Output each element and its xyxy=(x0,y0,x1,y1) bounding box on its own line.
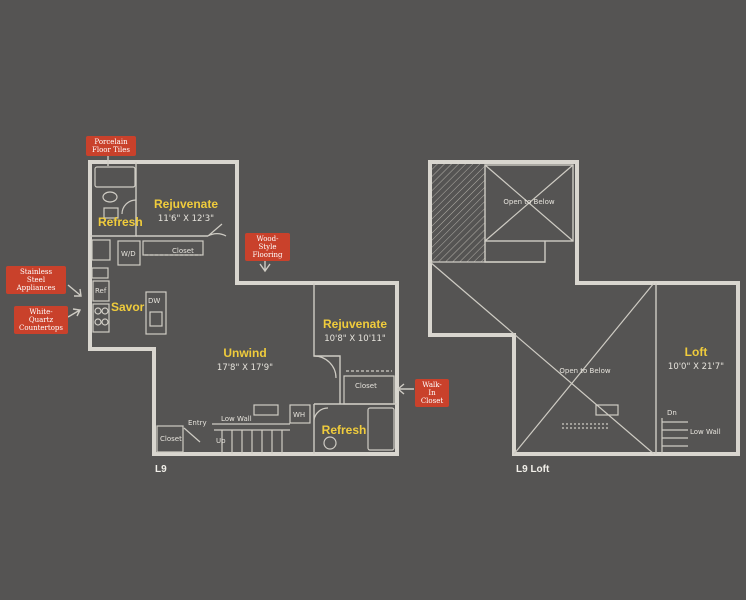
plan-label-main: L9 xyxy=(155,464,167,475)
loft-plan-outer-wall xyxy=(428,160,740,456)
label-dn: Dn xyxy=(667,409,677,417)
callout-quartz: White-Quartz Countertops xyxy=(14,306,68,334)
washer-dryer-icon xyxy=(117,240,141,266)
small-appliance-icon xyxy=(91,267,109,279)
room-name-loft: Loft xyxy=(685,345,708,359)
callout-walkin: Walk-In Closet xyxy=(415,379,449,407)
arrow-quartz-icon xyxy=(67,308,82,318)
room-name-bedroom-upper: Rejuvenate xyxy=(154,197,218,211)
entry xyxy=(156,404,290,454)
room-name-bath-upper: Refresh xyxy=(98,215,143,229)
main-plan-outer-wall xyxy=(88,160,399,456)
loft-hatched-area xyxy=(430,162,485,262)
bathtub-icon xyxy=(94,166,136,188)
stairs-icon xyxy=(214,429,290,454)
room-dim-living: 17'8" X 17'9" xyxy=(217,363,273,373)
room-dim-bedroom-lower: 10'8" X 10'11" xyxy=(324,334,386,344)
label-open-to-below-top: Open to Below xyxy=(503,198,555,206)
label-closet-upper: Closet xyxy=(172,247,194,255)
upper-bathroom xyxy=(90,162,137,237)
kitchen-sink-icon xyxy=(149,311,163,327)
arrow-walkin-icon xyxy=(396,383,414,395)
water-heater-icon xyxy=(289,404,311,424)
label-dw: DW xyxy=(148,297,160,305)
label-wd: W/D xyxy=(121,250,136,258)
room-dim-loft: 10'0" X 21'7" xyxy=(668,362,724,372)
room-name-bath-lower: Refresh xyxy=(322,423,367,437)
sink-icon xyxy=(103,207,119,219)
entry-closet-icon xyxy=(156,425,184,453)
plan-label-loft: L9 Loft xyxy=(516,464,550,475)
arrow-stainless-icon xyxy=(67,284,82,297)
label-wh: WH xyxy=(293,411,305,419)
fireplace-icon xyxy=(253,404,279,416)
loft-railing-icon xyxy=(562,423,610,429)
bedroom-door-icon xyxy=(207,223,227,237)
room-name-living: Unwind xyxy=(223,346,266,360)
upper-bedroom xyxy=(136,223,227,256)
toilet-lower-icon xyxy=(323,436,337,450)
loft-fireplace-icon xyxy=(595,404,619,416)
toilet-icon xyxy=(102,191,118,203)
loft-plan: Open to Below Open to Below Loft 10'0" X… xyxy=(428,160,740,475)
label-entry: Entry xyxy=(188,419,207,427)
label-open-to-below-main: Open to Below xyxy=(559,367,611,375)
label-entry-closet: Closet xyxy=(160,435,182,443)
label-ref: Ref xyxy=(95,287,107,295)
callout-wood: Wood-Style Flooring xyxy=(245,233,290,261)
lower-bathroom xyxy=(289,403,397,454)
label-up: Up xyxy=(216,437,226,445)
main-plan: Refresh Rejuvenate 11'6" X 12'3" Savor U… xyxy=(67,150,414,475)
loft-stairs-icon xyxy=(661,418,688,454)
walk-in-closet-icon xyxy=(343,375,395,405)
room-name-bedroom-lower: Rejuvenate xyxy=(323,317,387,331)
open-to-below-diagonal xyxy=(429,261,655,455)
kitchen xyxy=(91,267,167,335)
range-icon xyxy=(92,303,110,333)
room-dim-bedroom-upper: 11'6" X 12'3" xyxy=(158,214,214,224)
callout-stainless: Stainless Steel Appliances xyxy=(6,266,66,294)
open-to-below-top xyxy=(484,164,574,242)
stacked-closet-icon xyxy=(91,239,111,261)
refrigerator-icon xyxy=(92,280,110,302)
label-closet-lower: Closet xyxy=(355,382,377,390)
kitchen-island-icon xyxy=(145,291,167,335)
bathtub-lower-icon xyxy=(367,407,395,451)
label-loft-low-wall: Low Wall xyxy=(690,428,721,436)
door-swing-icon xyxy=(121,199,137,215)
callout-porcelain: Porcelain Floor Tiles xyxy=(86,136,136,156)
room-name-kitchen: Savor xyxy=(111,300,145,314)
label-low-wall: Low Wall xyxy=(221,415,252,423)
